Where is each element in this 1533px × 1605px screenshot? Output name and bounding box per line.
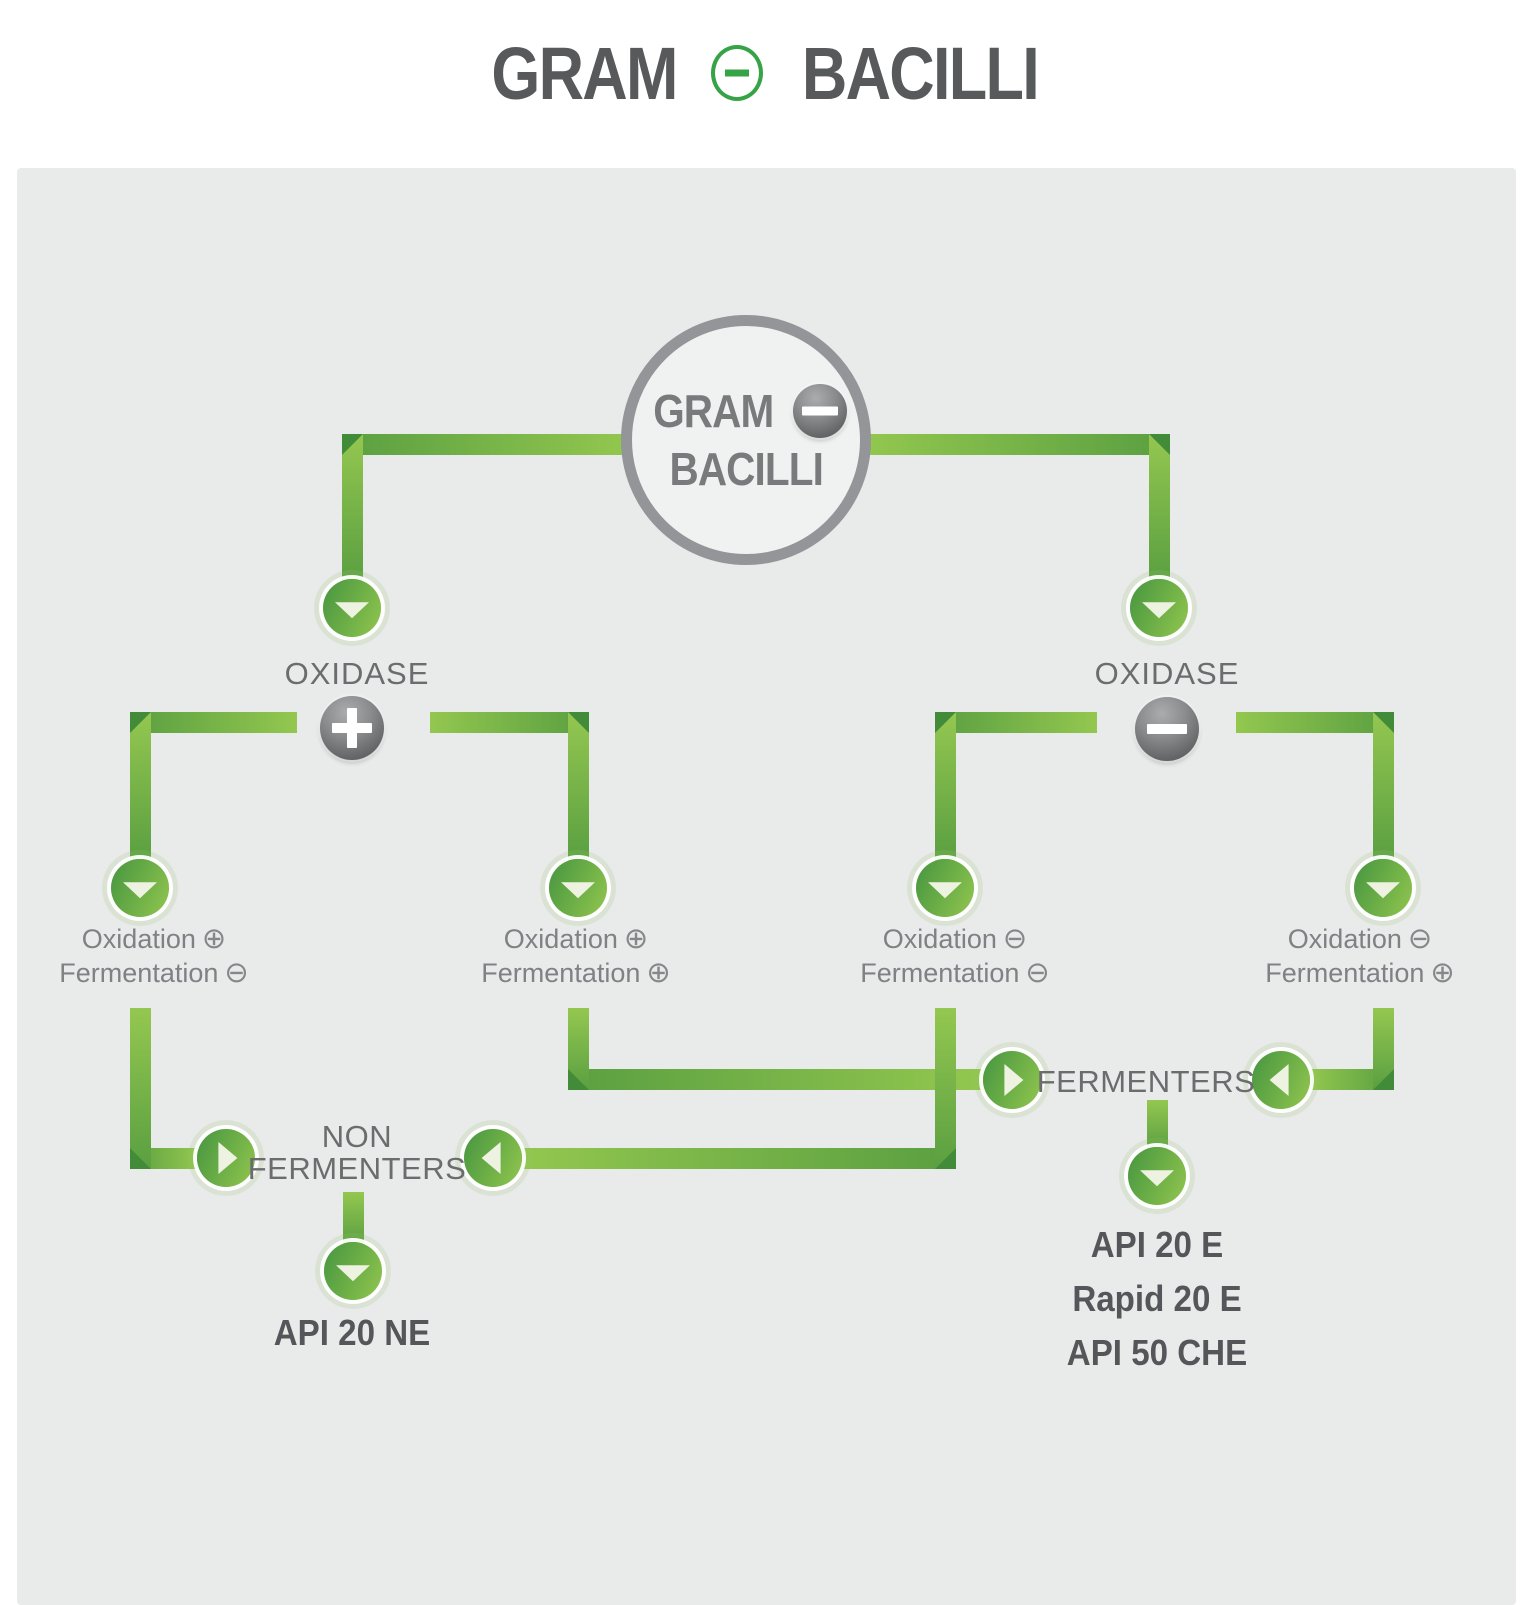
title-word-bacilli: BACILLI [801,31,1039,115]
oxidation-label: Oxidation [1287,924,1402,954]
circled-minus-icon [710,45,763,101]
connector-line [1309,1069,1394,1090]
fermentation-label: Fermentation [481,958,641,988]
circled-plus-icon: ⊕ [646,957,671,989]
oxidation-label: Oxidation [882,924,997,954]
connector-line [935,712,1097,733]
connector-line [343,1192,364,1245]
oxidase-negative-label: OXIDASE [1094,656,1240,691]
connector-line [342,434,629,455]
branch-2-label: Oxidation⊕ Fermentation⊕ [406,922,746,990]
connector-line [130,712,297,733]
down-arrow-icon [1128,1147,1186,1205]
minus-badge-icon [1135,697,1199,761]
connector-line [1373,712,1394,861]
root-node: GRAM BACILLI [621,315,871,565]
oxidation-label: Oxidation [503,924,618,954]
connector-line [568,1008,589,1090]
connector-line [864,434,1170,455]
circled-minus-icon: ⊖ [1002,923,1028,955]
api-20-ne-label: API 20 NE [273,1312,431,1353]
root-label-bacilli: BACILLI [669,443,823,495]
connector-line [568,712,589,861]
non-fermenters-label: NON FERMENTERS [247,1119,467,1186]
down-arrow-icon [549,859,607,917]
circled-plus-icon: ⊕ [1430,957,1455,989]
circled-minus-icon: ⊖ [1407,923,1433,955]
oxidase-positive-label: OXIDASE [284,656,430,691]
down-arrow-icon [111,859,169,917]
api-50-che-label: API 50 CHE [1066,1332,1248,1373]
connector-line [935,712,956,861]
connector-line [342,434,363,582]
down-arrow-icon [324,1242,382,1300]
title-word-gram: GRAM [490,31,678,115]
connector-line [1236,712,1394,733]
circled-plus-icon: ⊕ [623,923,649,955]
branch-1-label: Oxidation⊕ Fermentation⊖ [0,922,324,990]
page-title: GRAM BACILLI [0,18,1533,128]
left-arrow-icon [1252,1051,1310,1109]
fermentation-label: Fermentation [59,958,219,988]
down-arrow-icon [323,579,381,637]
right-arrow-icon [197,1129,255,1187]
connector-line [1149,434,1170,582]
connector-line [935,1008,956,1169]
down-arrow-icon [1354,859,1412,917]
api-20-e-label: API 20 E [1090,1224,1224,1265]
connector-line [568,1069,984,1090]
connector-line [130,1008,151,1169]
connector-line [1373,1008,1394,1090]
branch-3-label: Oxidation⊖ Fermentation⊖ [785,922,1125,990]
branch-4-label: Oxidation⊖ Fermentation⊕ [1190,922,1530,990]
fermenter-tests-list: API 20 E Rapid 20 E API 50 CHE [1007,1218,1307,1380]
connector-line [521,1148,956,1169]
root-label-gram: GRAM [652,385,774,437]
minus-badge-icon [793,384,848,438]
rapid-20-e-label: Rapid 20 E [1072,1278,1242,1319]
fermenters-label: FERMENTERS [1036,1064,1256,1099]
fermentation-label: Fermentation [1265,958,1425,988]
down-arrow-icon [916,859,974,917]
connector-line [130,712,151,861]
plus-badge-icon [320,696,384,760]
connector-line [1147,1100,1168,1150]
circled-minus-icon: ⊖ [224,957,249,989]
left-arrow-icon [464,1129,522,1187]
circled-plus-icon: ⊕ [201,923,227,955]
oxidation-label: Oxidation [81,924,196,954]
down-arrow-icon [1130,579,1188,637]
connector-line [430,712,589,733]
right-arrow-icon [983,1051,1041,1109]
circled-minus-icon: ⊖ [1025,957,1050,989]
fermentation-label: Fermentation [860,958,1020,988]
